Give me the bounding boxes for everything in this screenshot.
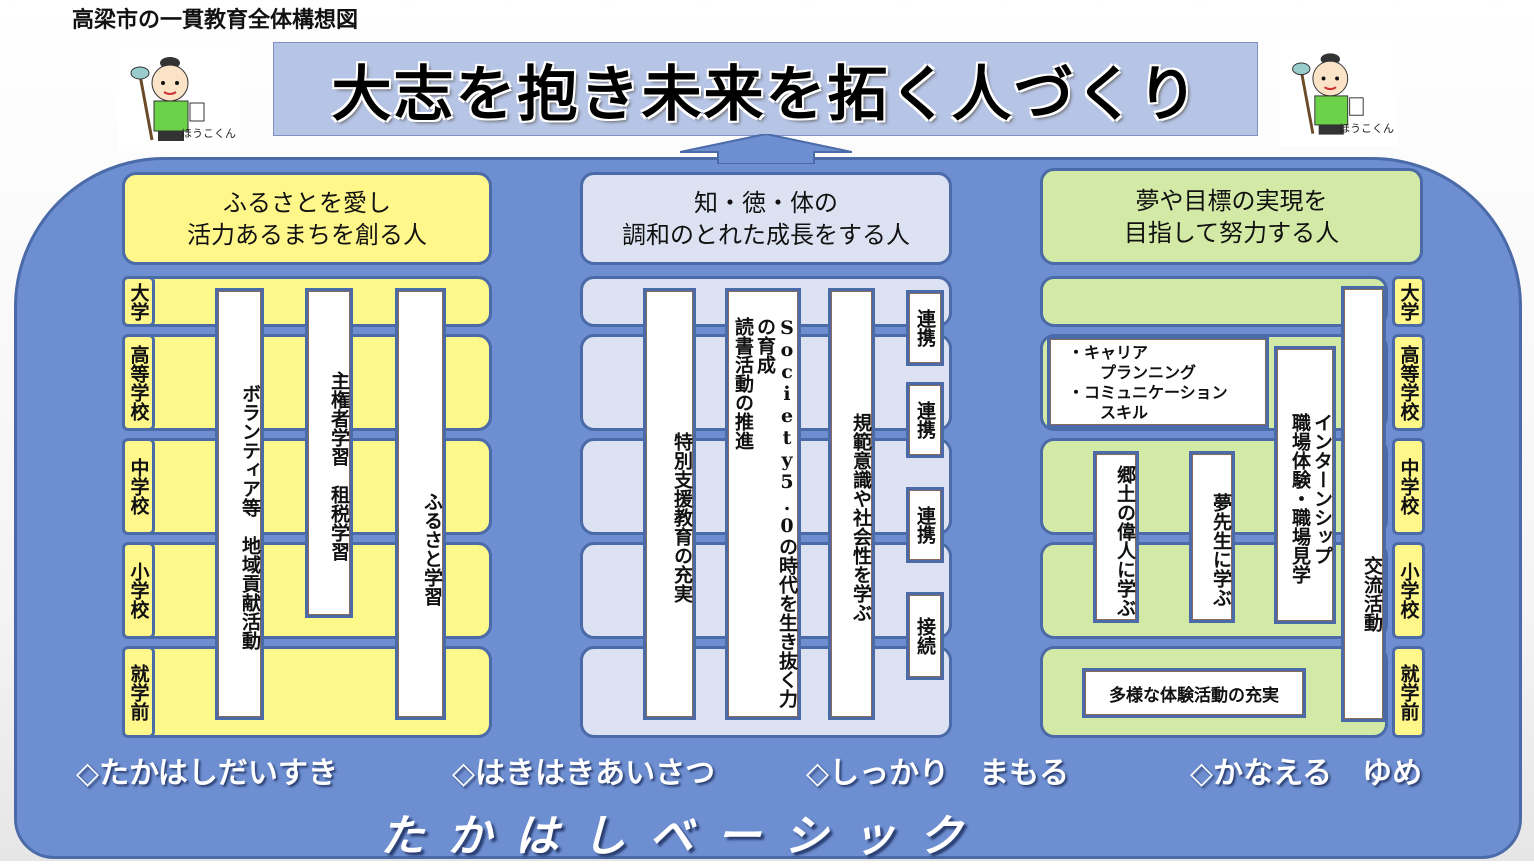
band-university-right: [1040, 276, 1388, 327]
basic-item-fulfill-dreams: ◇かなえる ゆめ: [1190, 756, 1423, 791]
stage-label-junior-high: 中学校: [122, 438, 155, 535]
goal-dreams: 夢や目標の実現を 目指して努力する人: [1040, 168, 1423, 265]
page-title: 高梁市の一貫教育全体構想図: [72, 7, 359, 33]
mascot-label: ほうこくん: [181, 127, 236, 140]
internship-box: インターンシップ 職場体験・職場見学: [1274, 346, 1336, 624]
mascot-left: ほうこくん: [118, 45, 240, 151]
stage-label-elementary: 小学校: [122, 542, 155, 639]
basic-item-follow-rules: ◇しっかり まもる: [806, 756, 1070, 791]
sovereign-education-box: 主権者学習 租税学習: [305, 288, 353, 618]
basic-item-love-takahashi: ◇たかはしだいすき: [76, 756, 338, 791]
stage-label-high-school: 高等学校: [122, 334, 155, 431]
slogan-banner: 大志を抱き未来を拓く人づくり: [273, 42, 1258, 136]
stage-label-high-school: 高等学校: [1392, 334, 1425, 431]
link-box: 連携: [906, 487, 944, 563]
link-box: 連携: [906, 382, 944, 458]
local-heroes-box: 郷土の偉人に学ぶ: [1093, 451, 1139, 623]
takahashi-basic-title: た か は し ベ ー シ ッ ク: [380, 811, 967, 862]
diverse-experience-box: 多様な体験活動の充実: [1082, 668, 1306, 718]
mascot-icon: [1292, 53, 1364, 135]
stage-label-university: 大学: [1392, 276, 1425, 327]
career-skills-box: ・キャリア プランニング ・コミュニケーション スキル: [1047, 336, 1269, 428]
goal-hometown: ふるさとを愛し 活力あるまちを創る人: [122, 172, 492, 265]
stage-label-university: 大学: [122, 276, 155, 327]
dream-teacher-box: 夢先生に学ぶ: [1189, 451, 1235, 623]
society50-box: Society5.0の時代を生き抜く力の育成 読書活動の推進: [725, 288, 801, 720]
mascot-label: ほうこくん: [1339, 122, 1394, 135]
volunteer-activities-box: ボランティア等 地域貢献活動: [215, 288, 264, 720]
connection-box: 接続: [906, 592, 944, 680]
basic-item-greetings: ◇はきはきあいさつ: [452, 756, 716, 791]
up-arrow-icon: [680, 134, 852, 164]
stage-label-preschool: 就学前: [1392, 646, 1425, 738]
special-support-box: 特別支援教育の充実: [643, 288, 696, 720]
link-box: 連携: [906, 290, 944, 366]
stage-label-elementary: 小学校: [1392, 542, 1425, 639]
stage-label-junior-high: 中学校: [1392, 438, 1425, 535]
goal-balanced-growth: 知・徳・体の 調和のとれた成長をする人: [580, 172, 952, 265]
mascot-icon: [130, 57, 205, 141]
exchange-activities-box: 交流活動: [1341, 286, 1386, 722]
social-norms-box: 規範意識や社会性を学ぶ: [828, 288, 875, 720]
stage-label-preschool: 就学前: [122, 646, 155, 738]
mascot-right: ほうこくん: [1280, 40, 1398, 146]
hometown-learning-box: ふるさと学習: [395, 288, 446, 720]
